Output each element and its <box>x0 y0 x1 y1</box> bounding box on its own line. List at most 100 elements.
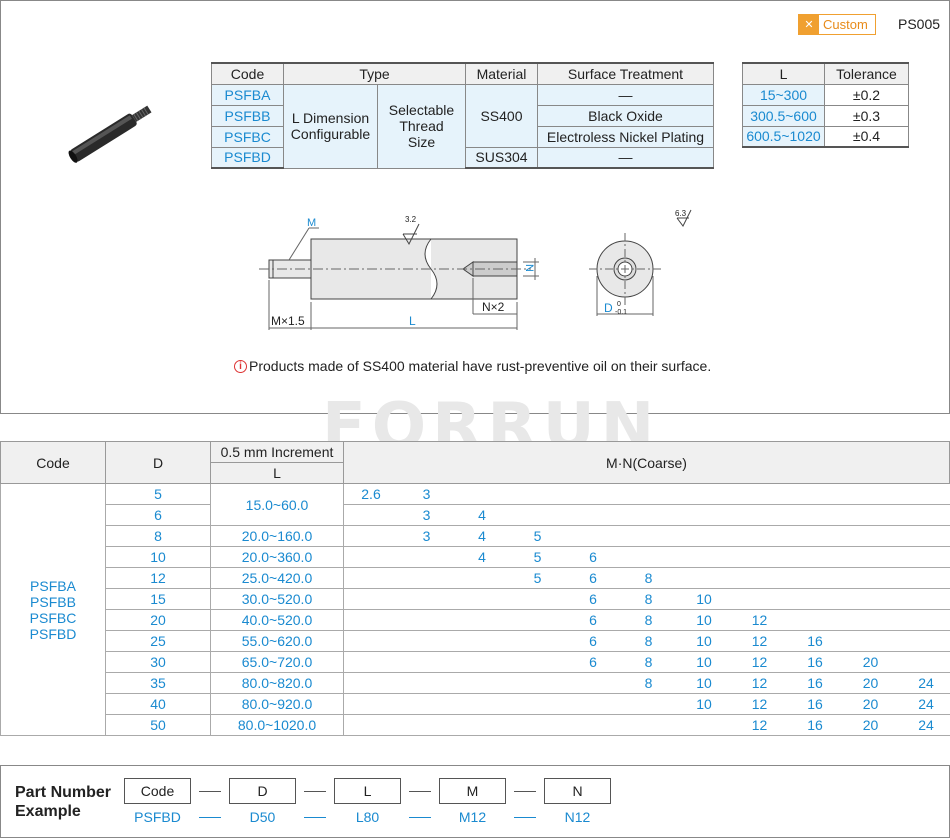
custom-badge[interactable]: ✕ Custom <box>798 14 876 35</box>
dim-mn-value[interactable]: 24 <box>918 675 934 691</box>
dim-mn-value[interactable]: 24 <box>918 696 934 712</box>
spec-code[interactable]: PSFBC <box>211 125 284 148</box>
dim-mn-value[interactable]: 4 <box>478 549 486 565</box>
dim-mn-value[interactable]: 12 <box>751 612 768 628</box>
dim-l-range: 80.0~920.0 <box>210 693 344 715</box>
dim-mn-value[interactable]: 3 <box>422 507 431 523</box>
part-number-separator <box>409 817 431 818</box>
dim-d-value: 6 <box>105 504 211 526</box>
part-number-title-line: Example <box>15 803 81 820</box>
dim-mn-value[interactable]: 6 <box>589 654 597 670</box>
dim-l: L <box>409 314 416 328</box>
dim-mn-value[interactable]: 16 <box>807 654 823 670</box>
dim-mn-value[interactable]: 4 <box>478 528 486 544</box>
dim-d-value: 8 <box>105 525 211 547</box>
dim-l-range: 80.0~820.0 <box>210 672 344 694</box>
dim-mn-value[interactable]: 20 <box>862 717 879 733</box>
dim-mn-cell: 6 8 10 <box>343 588 950 610</box>
dim-code[interactable]: PSFBD <box>29 625 77 642</box>
dim-mn-value[interactable]: 10 <box>696 696 712 712</box>
part-number-separator <box>514 791 536 792</box>
dim-mn-value[interactable]: 16 <box>807 633 823 649</box>
dim-mn-value[interactable]: 4 <box>478 507 486 523</box>
dim-header-d: D <box>105 441 211 484</box>
dim-l-range: 20.0~360.0 <box>210 546 344 568</box>
part-number-title-line: Part Number <box>15 784 112 801</box>
rust-note: i Products made of SS400 material have r… <box>234 358 711 374</box>
part-number-field-value: N12 <box>564 809 591 825</box>
part-number-title: Part Number Example <box>15 783 111 821</box>
dim-mn-value[interactable]: 5 <box>533 570 542 586</box>
dim-mn-value[interactable]: 12 <box>751 654 768 670</box>
dim-mn-value[interactable]: 3 <box>422 528 431 544</box>
tol-header-l: L <box>742 62 825 85</box>
dim-mn-value[interactable]: 8 <box>644 654 653 670</box>
dim-mn-value[interactable]: 10 <box>696 591 712 607</box>
dim-mn-value[interactable]: 2.6 <box>361 486 381 502</box>
dim-mn-value[interactable]: 8 <box>644 591 653 607</box>
custom-icon: ✕ <box>799 15 819 34</box>
dim-mn-value[interactable]: 8 <box>644 633 653 649</box>
part-number-separator <box>304 791 326 792</box>
dim-mn-value[interactable]: 3 <box>422 486 431 502</box>
dim-mn-value[interactable]: 10 <box>696 675 712 691</box>
dim-code[interactable]: PSFBC <box>29 609 77 626</box>
dim-mn-value[interactable]: 8 <box>644 612 653 628</box>
dim-mn-value[interactable]: 6 <box>589 549 597 565</box>
dim-mn-value[interactable]: 8 <box>644 675 653 691</box>
dim-mn-value[interactable]: 20 <box>862 654 879 670</box>
dimension-table: Code D 0.5 mm Increment M·N(Coarse) L PS… <box>0 441 950 736</box>
dim-n-label: N <box>523 264 535 272</box>
dim-mn-value[interactable]: 16 <box>807 696 823 712</box>
dim-code[interactable]: PSFBB <box>30 593 76 610</box>
dim-mn-value[interactable]: 10 <box>696 654 712 670</box>
dim-mn-value[interactable]: 10 <box>696 633 712 649</box>
dim-d-tol-upper: 0 <box>617 301 621 308</box>
spec-code[interactable]: PSFBB <box>211 104 284 127</box>
dim-mn-value[interactable]: 16 <box>807 675 823 691</box>
dim-mn-value[interactable]: 20 <box>862 696 879 712</box>
dim-d-value: 40 <box>105 693 211 715</box>
dim-mn-value[interactable]: 12 <box>751 675 768 691</box>
part-number-separator <box>199 791 221 792</box>
spec-code[interactable]: PSFBD <box>211 146 284 169</box>
dim-mn-value[interactable]: 12 <box>751 717 768 733</box>
dim-d-value: 5 <box>105 483 211 505</box>
product-image <box>68 105 152 163</box>
tol-l: 15~300 <box>742 83 825 106</box>
dim-m-label: M <box>307 217 316 229</box>
spec-table: Code Type Material Surface Treatment PSF… <box>211 62 714 169</box>
part-number-field-label: N <box>544 778 611 804</box>
dim-l-range: 30.0~520.0 <box>210 588 344 610</box>
dim-mn-value[interactable]: 6 <box>589 612 597 628</box>
dim-mn-value[interactable]: 6 <box>589 591 597 607</box>
tol-value: ±0.2 <box>824 83 909 106</box>
dim-mn-value[interactable]: 12 <box>751 696 768 712</box>
dim-mn-value[interactable]: 16 <box>807 717 823 733</box>
dim-mn-value[interactable]: 24 <box>918 717 934 733</box>
dim-mn-value[interactable]: 10 <box>696 612 712 628</box>
spec-header-material: Material <box>465 62 538 85</box>
dim-mn-value[interactable]: 5 <box>533 549 542 565</box>
dim-mn-value[interactable]: 5 <box>533 528 542 544</box>
dim-mn-cell: 6 8 10 12 <box>343 609 950 631</box>
dim-mn-value[interactable]: 6 <box>589 633 597 649</box>
dim-mn-value[interactable]: 12 <box>751 633 768 649</box>
dim-mn-cell: 6 8 10 12 16 20 <box>343 651 950 673</box>
dim-l-range: 15.0~60.0 <box>210 483 344 526</box>
dim-mn-cell: 8 10 12 16 20 24 <box>343 672 950 694</box>
dim-mn-value[interactable]: 8 <box>644 570 653 586</box>
spec-type-thread: Selectable Thread Size <box>377 83 466 169</box>
spec-surface: Electroless Nickel Plating <box>537 125 714 148</box>
dim-l-range: 65.0~720.0 <box>210 651 344 673</box>
dim-mn-cell: 6 8 10 12 16 <box>343 630 950 652</box>
spec-code[interactable]: PSFBA <box>211 83 284 106</box>
dim-code[interactable]: PSFBA <box>30 577 76 594</box>
dim-mn-value[interactable]: 20 <box>862 675 879 691</box>
part-number-separator <box>199 817 221 818</box>
dim-d-value: 35 <box>105 672 211 694</box>
dim-mn-value[interactable]: 6 <box>589 570 597 586</box>
